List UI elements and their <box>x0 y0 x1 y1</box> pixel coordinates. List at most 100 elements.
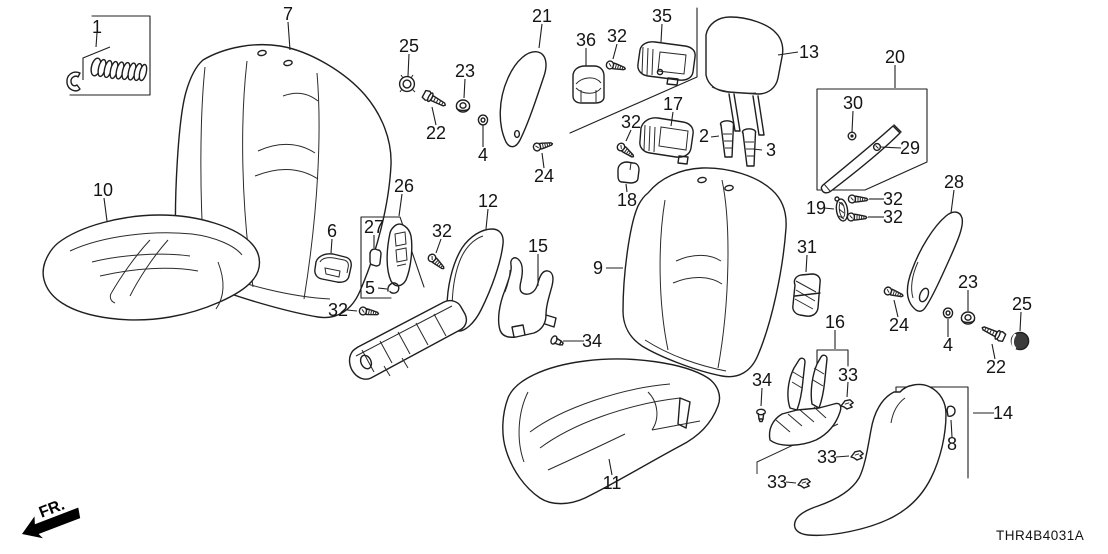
callout-25-left: 25 <box>398 36 420 56</box>
callout-24-left: 24 <box>533 166 555 186</box>
callout-21: 21 <box>531 6 553 26</box>
hook-5 <box>387 282 400 294</box>
callout-4-left: 4 <box>477 145 489 165</box>
coil-spring <box>90 57 148 82</box>
callout-18: 18 <box>616 190 638 210</box>
diagram-code: THR4B4031A <box>996 528 1085 543</box>
callout-34-a: 34 <box>581 331 603 351</box>
callout-6: 6 <box>326 221 338 241</box>
callout-34-b: 34 <box>751 370 773 390</box>
recliner-handle <box>386 223 413 287</box>
side-garnish-14 <box>793 383 969 537</box>
callout-14: 14 <box>992 403 1014 423</box>
clip-29 <box>872 142 882 152</box>
callout-23-left: 23 <box>454 61 476 81</box>
callout-28: 28 <box>943 172 965 192</box>
belt-guide-36 <box>572 65 605 104</box>
seat-back-right <box>622 167 787 378</box>
callout-8: 8 <box>946 434 958 454</box>
callout-4-right: 4 <box>942 335 954 355</box>
callout-15: 15 <box>527 236 549 256</box>
seat-cushion-right <box>502 358 721 505</box>
callout-35: 35 <box>651 6 673 26</box>
spring-kit-box <box>66 15 151 96</box>
headrest-guide-3 <box>741 128 757 167</box>
callout-32-c: 32 <box>882 207 904 227</box>
bracket-cover-15 <box>497 257 557 338</box>
callout-22-left: 22 <box>425 123 447 143</box>
callout-11: 11 <box>602 473 622 493</box>
callout-16: 16 <box>824 312 846 332</box>
callout-19: 19 <box>805 198 827 218</box>
callout-29: 29 <box>899 138 921 158</box>
callout-32-f: 32 <box>620 112 642 132</box>
screw-24-right <box>882 285 905 301</box>
screw-32-f <box>615 141 637 161</box>
screw-32-c <box>846 212 868 223</box>
spring-clip <box>66 71 81 92</box>
fastener-34-b <box>756 408 766 423</box>
hinge-bracket-16 <box>768 349 849 446</box>
callout-9: 9 <box>592 258 604 278</box>
leader-lines <box>95 21 1022 484</box>
callout-5: 5 <box>364 278 376 298</box>
callout-12: 12 <box>477 191 499 211</box>
seat-cushion-left <box>42 214 261 321</box>
grommet-30 <box>847 131 857 141</box>
callout-20: 20 <box>884 47 906 67</box>
bolt-22-right <box>979 322 1007 344</box>
clip-33-b <box>850 450 864 461</box>
recliner-lever-cover <box>499 51 547 148</box>
callout-32-a: 32 <box>606 26 628 46</box>
strap-handle-6 <box>314 253 352 283</box>
latch-assembly-35 <box>637 41 696 86</box>
callout-13: 13 <box>798 42 820 62</box>
clip-18 <box>617 161 640 184</box>
cap-ring-25-left <box>398 74 416 93</box>
trim-strip <box>820 124 902 194</box>
callout-36: 36 <box>575 30 597 50</box>
fr-direction-arrow: FR. <box>22 497 81 539</box>
callout-27: 27 <box>363 217 385 237</box>
bushing-23-right <box>960 311 976 325</box>
callout-2: 2 <box>698 126 710 146</box>
latch-assembly-17 <box>639 117 694 165</box>
callout-24-right: 24 <box>888 315 910 335</box>
clip-27 <box>369 248 382 267</box>
callout-32-b: 32 <box>882 189 904 209</box>
callout-32-e: 32 <box>327 300 349 320</box>
screw-32-e <box>358 305 380 319</box>
bushing-23-left <box>455 99 471 113</box>
washer-4-right <box>942 307 954 319</box>
clip-33-c <box>797 478 811 489</box>
striker-31 <box>792 273 821 317</box>
callout-30: 30 <box>842 93 864 113</box>
callout-7: 7 <box>282 4 294 24</box>
callout-31: 31 <box>796 237 818 257</box>
callout-26: 26 <box>393 176 415 196</box>
callout-25-right: 25 <box>1011 294 1033 314</box>
callout-23-right: 23 <box>957 272 979 292</box>
callout-1: 1 <box>91 17 103 37</box>
screw-24-left <box>531 139 554 153</box>
callout-10: 10 <box>92 180 114 200</box>
side-frame-12 <box>348 228 504 380</box>
clip-8 <box>946 405 956 417</box>
washer-4-left <box>477 114 489 126</box>
screw-32-b <box>847 194 869 205</box>
hinge-pin-19 <box>834 196 849 222</box>
callout-33-c: 33 <box>766 472 788 492</box>
callout-33-b: 33 <box>816 447 838 467</box>
fastener-34-a <box>549 334 566 349</box>
bolt-22-left <box>420 88 449 111</box>
handle-kit-bracket-26 <box>360 216 425 299</box>
headrest-guide-2 <box>719 120 735 158</box>
callout-33-a: 33 <box>837 365 859 385</box>
headrest <box>705 16 784 136</box>
callout-22-right: 22 <box>985 357 1007 377</box>
screw-32-a <box>604 59 627 74</box>
armrest-pad-28 <box>906 211 964 313</box>
clip-33-a <box>840 399 854 410</box>
